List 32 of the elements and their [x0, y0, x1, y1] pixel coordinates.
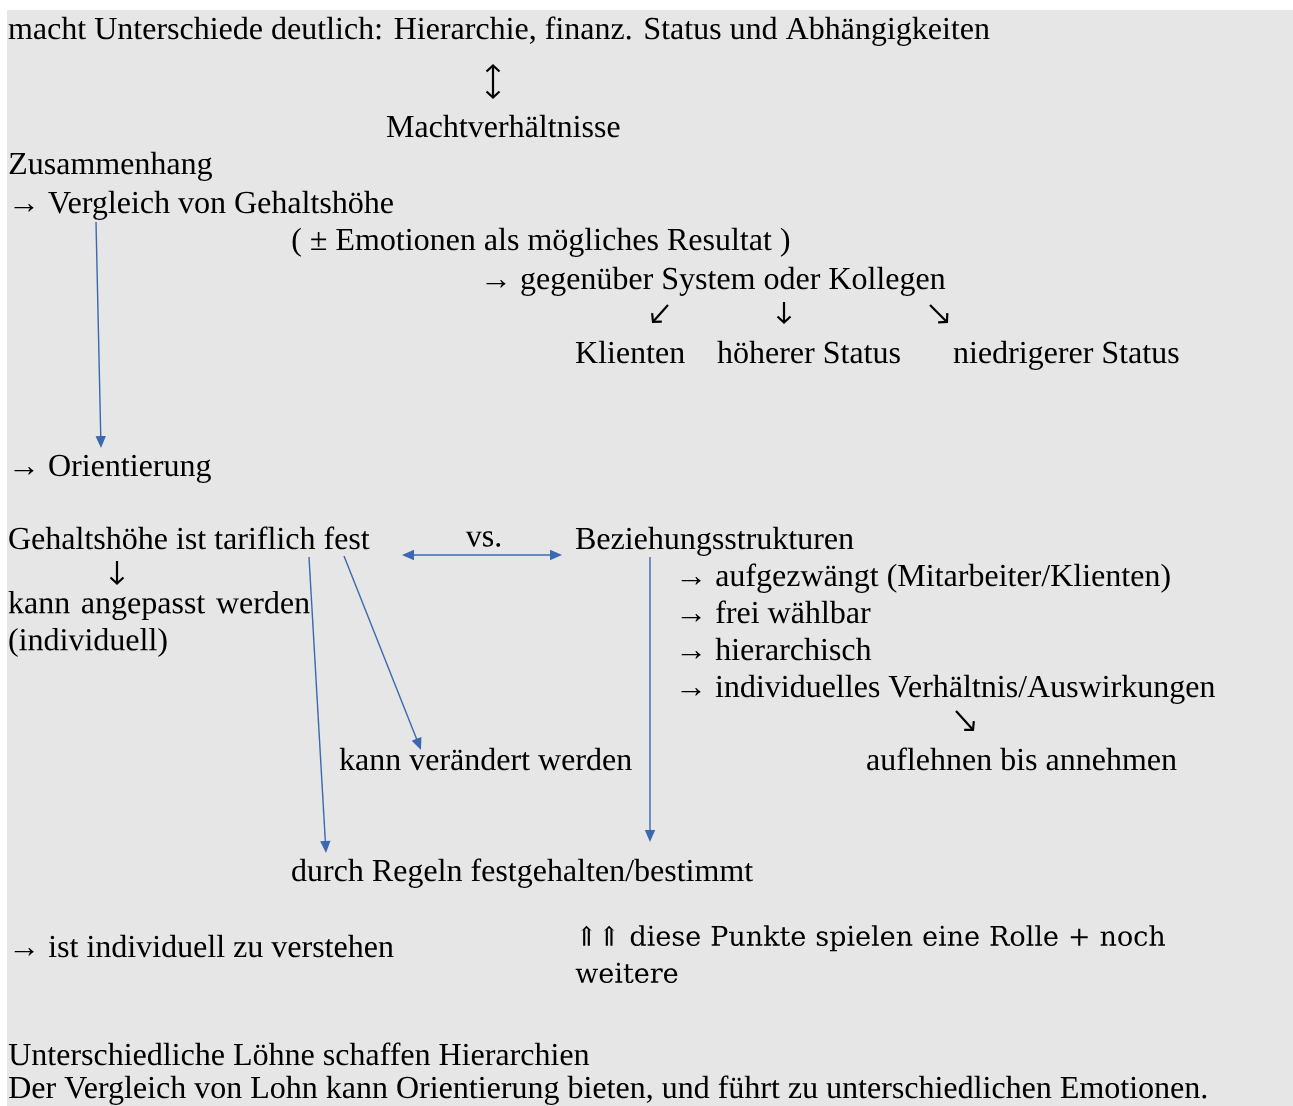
- note-text: → individuelles Verhältnis/Auswirkungen: [681, 674, 1215, 704]
- arrow: [776, 302, 792, 324]
- note-text: höherer Status: [717, 340, 900, 364]
- arrow: [929, 304, 949, 324]
- arrow: [343, 555, 422, 750]
- note-text: → ist individuell zu verstehen: [14, 934, 394, 958]
- note-text: → Vergleich von Gehaltshöhe: [14, 190, 393, 220]
- note-text: durch Regeln festgehalten/bestimmt: [292, 858, 753, 888]
- note-text: macht Unterschiede deutlich: Hierarchie, finanz. Status und Abhängigkeiten: [8, 16, 990, 46]
- note-text: Klienten: [575, 340, 685, 364]
- note-text: Machtverhältnisse: [386, 114, 620, 138]
- note-text: auflehnen bis annehmen: [867, 747, 1177, 771]
- arrow: [485, 64, 501, 99]
- edge-label: vs.: [464, 530, 504, 548]
- note-text: ( ± Emotionen als mögliches Resultat ): [292, 227, 790, 257]
- note-text: Unterschiedliche Löhne schaffen Hierarchien: [8, 1042, 590, 1066]
- note-text: → Orientierung: [14, 454, 211, 483]
- arrow: [651, 304, 669, 323]
- note-text: Zusammenhang: [9, 151, 212, 181]
- note-text: kann verändert werden: [339, 747, 632, 771]
- note-text: → aufgezwängt (Mitarbeiter/Klienten): [681, 563, 1170, 593]
- note-text: ⇑⇑ diese Punkte spielen eine Rolle + noch weitere: [575, 925, 1165, 984]
- arrow: [109, 561, 125, 585]
- note-text: → gegenüber System oder Kollegen: [486, 266, 946, 296]
- note-text: niedrigerer Status: [953, 340, 1179, 370]
- note-text: → frei wählbar: [681, 600, 871, 624]
- note-text: kann angepasst werden (individuell): [8, 591, 310, 657]
- note-text: → hierarchisch: [681, 637, 872, 661]
- arrow: [955, 710, 975, 731]
- note-text: Gehaltshöhe ist tariflich fest: [9, 526, 370, 550]
- note-text: Der Vergleich von Lohn kann Orientierung bieten, und führt zu unterschiedlichen Emotionen.: [9, 1075, 1207, 1105]
- note-text: Beziehungsstrukturen: [575, 526, 854, 556]
